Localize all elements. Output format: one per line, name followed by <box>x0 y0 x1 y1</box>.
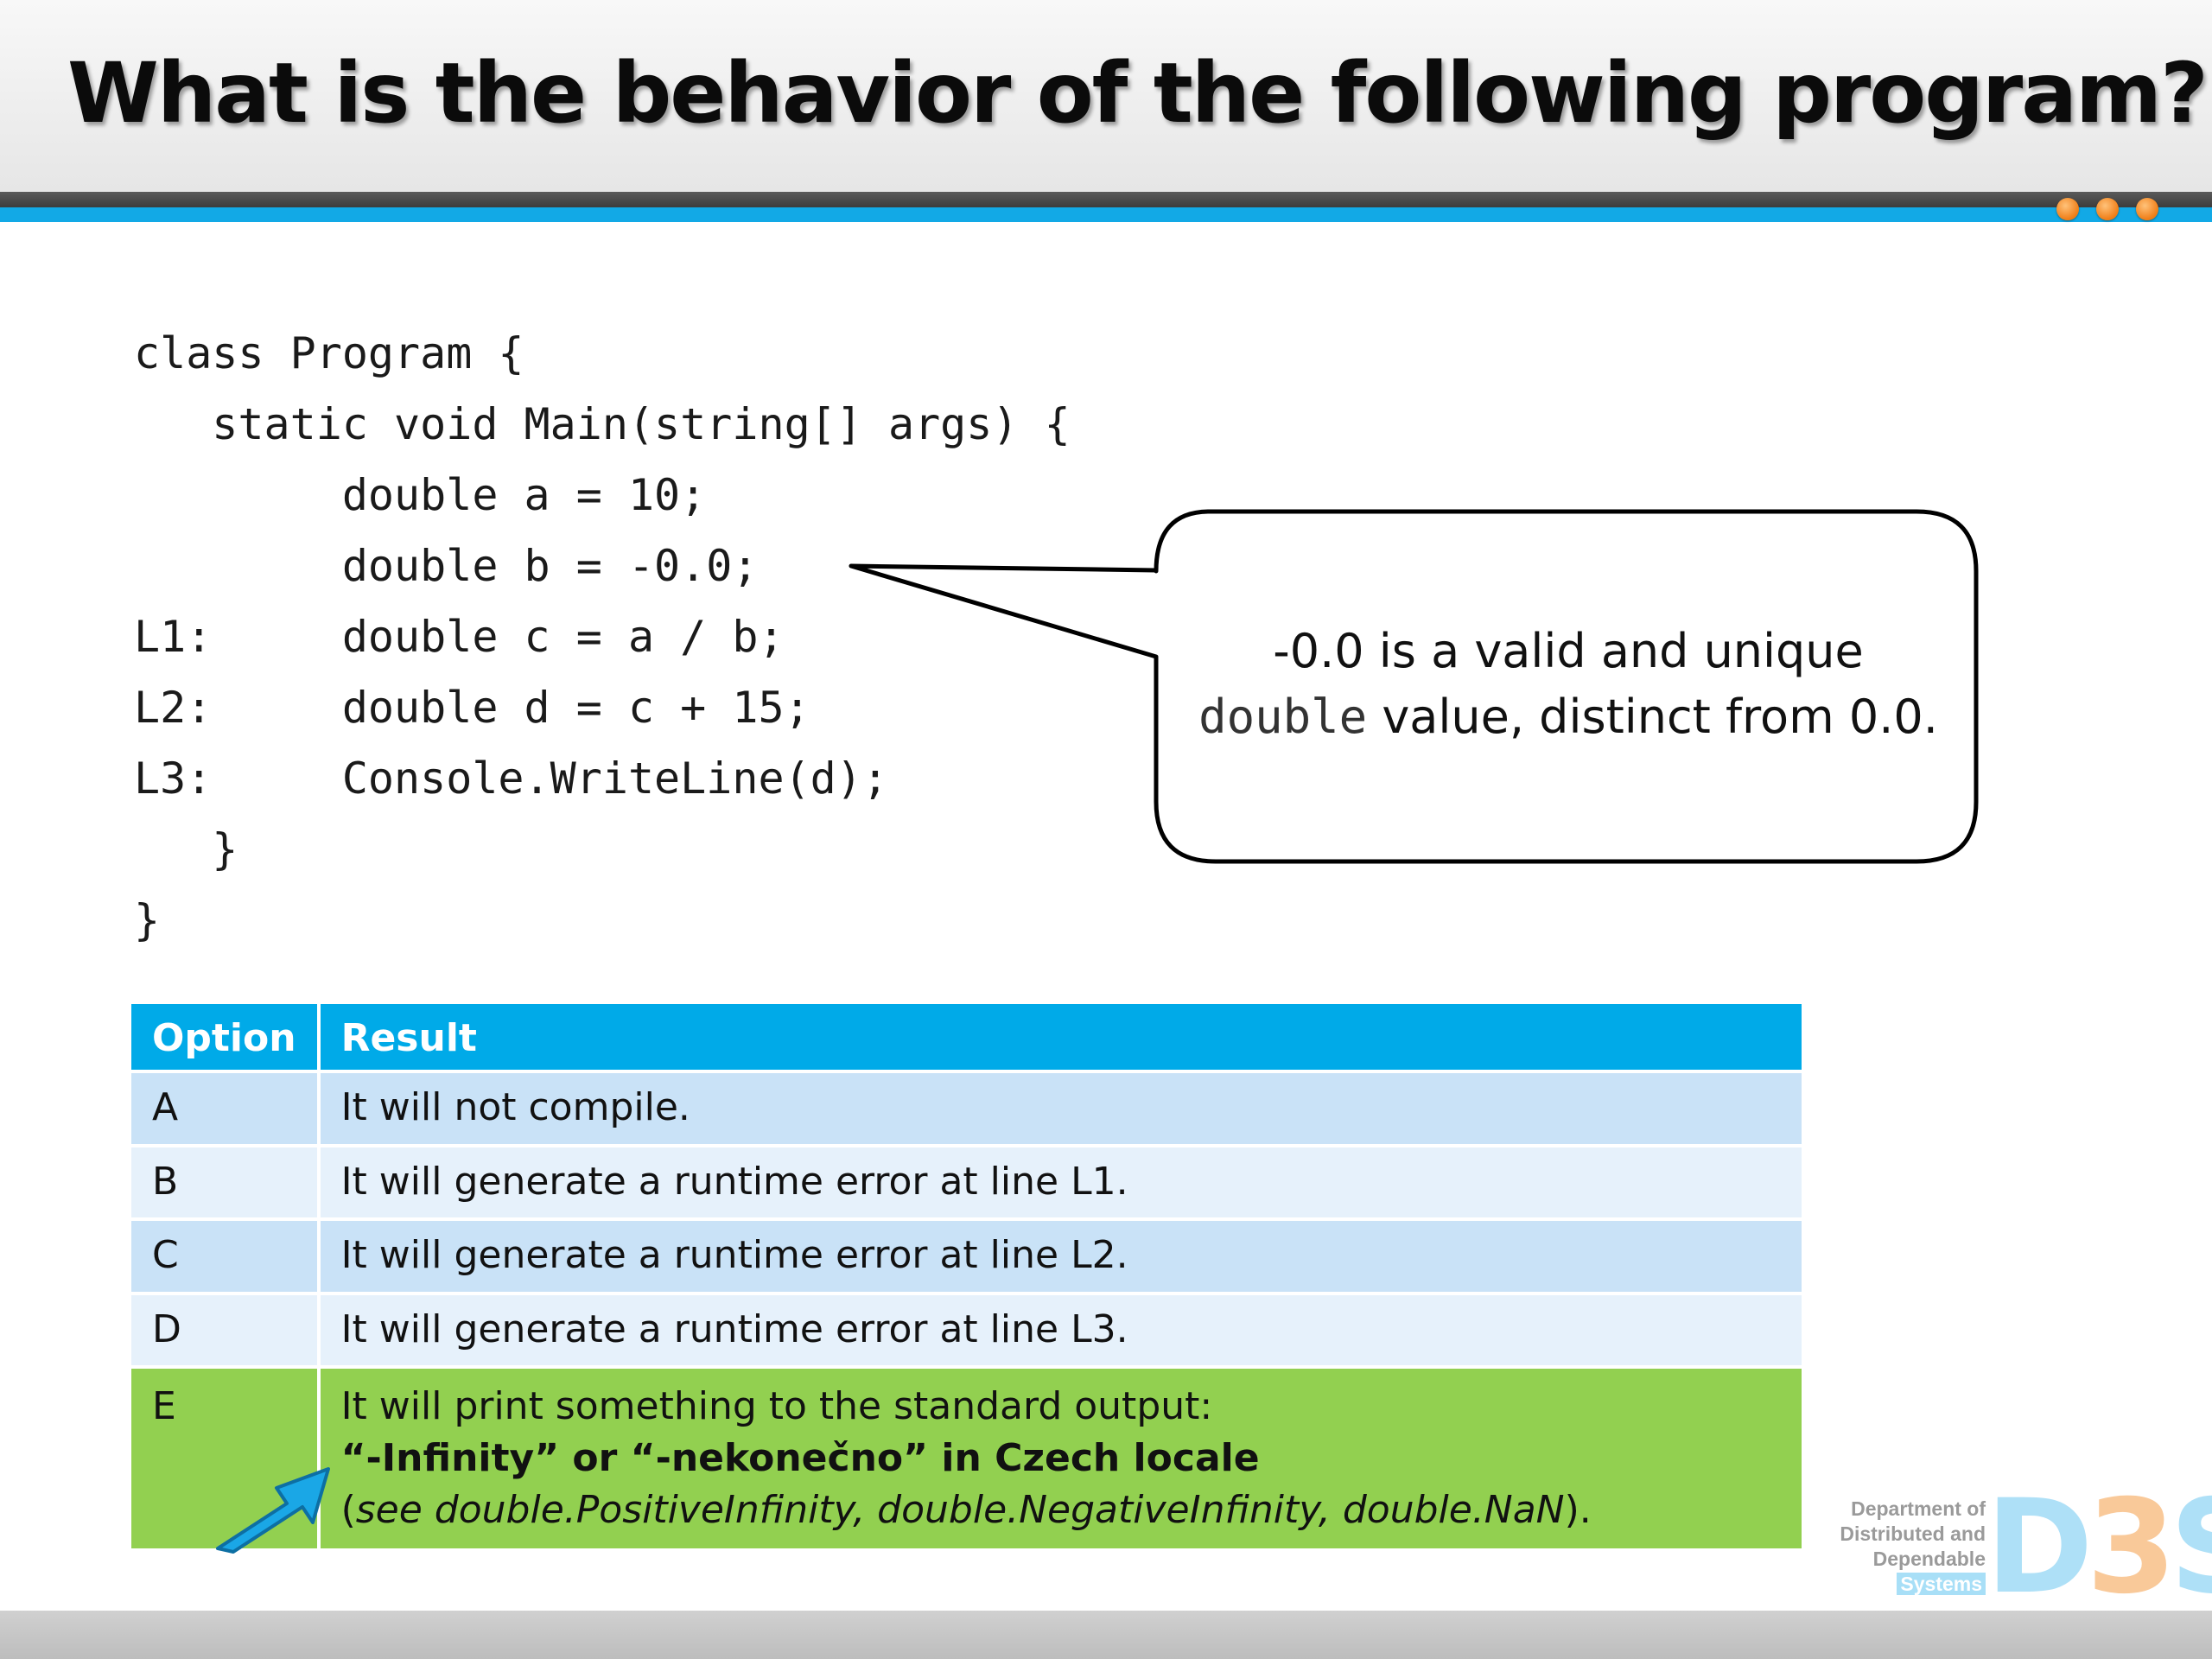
logo-line-highlight: Systems <box>1897 1573 1986 1595</box>
answer-paren-close: ). <box>1564 1488 1592 1532</box>
option-cell: D <box>131 1293 321 1367</box>
answer-line-3: (see double.PositiveInfinity, double.Neg… <box>341 1484 1781 1536</box>
code-line: } <box>134 824 238 874</box>
code-line: double a = 10; <box>134 470 707 520</box>
code-line: L3: Console.WriteLine(d); <box>134 753 888 804</box>
decorative-dots <box>2056 198 2158 220</box>
header-result: Result <box>340 1016 477 1060</box>
answer-italic-note: see double.PositiveInfinity, double.Nega… <box>355 1488 1565 1532</box>
option-cell: A <box>131 1071 321 1146</box>
code-line: double b = -0.0; <box>134 541 759 591</box>
answer-line-1: It will print something to the standard … <box>340 1384 1213 1428</box>
header-divider-blue <box>0 207 2212 222</box>
answer-line-2: “-Infinity” or “-nekonečno” in Czech loc… <box>340 1436 1260 1480</box>
table-row: A It will not compile. <box>131 1071 1802 1146</box>
callout-text: -0.0 is a valid and unique double value,… <box>1162 619 1974 750</box>
code-listing: class Program { static void Main(string[… <box>134 318 1071 956</box>
callout-line-2-rest: value, distinct from 0.0. <box>1367 690 1938 744</box>
code-line: static void Main(string[] args) { <box>134 399 1071 449</box>
logo-mark-s: S <box>2170 1472 2212 1623</box>
logo-line: Department of <box>1851 1497 1986 1520</box>
logo-mark-3: 3 <box>2086 1472 2177 1623</box>
logo-line: Distributed and <box>1840 1522 1986 1545</box>
answer-row: E It will print something to the standar… <box>131 1367 1802 1548</box>
table-row: B It will generate a runtime error at li… <box>131 1145 1802 1219</box>
callout-line-2: double value, distinct from 0.0. <box>1162 684 1974 750</box>
option-cell: C <box>131 1219 321 1294</box>
logo-line: Dependable <box>1872 1548 1986 1570</box>
option-cell: E <box>131 1367 321 1548</box>
code-line: L2: double d = c + 15; <box>134 683 810 733</box>
result-cell: It will generate a runtime error at line… <box>340 1159 1128 1204</box>
header-divider-dark <box>0 192 2212 207</box>
slide-title: What is the behavior of the following pr… <box>67 45 2209 142</box>
table-row: D It will generate a runtime error at li… <box>131 1293 1802 1367</box>
result-cell: It will not compile. <box>340 1085 690 1129</box>
header-option: Option <box>131 1004 321 1071</box>
option-cell: B <box>131 1145 321 1219</box>
options-table: Option Result A It will not compile. B I… <box>131 1004 1802 1548</box>
arrow-icon <box>216 1467 330 1554</box>
table-row: C It will generate a runtime error at li… <box>131 1219 1802 1294</box>
code-line: class Program { <box>134 328 524 378</box>
slide-header: What is the behavior of the following pr… <box>0 0 2212 192</box>
slide-footer <box>0 1611 2212 1659</box>
logo-mark-d: D <box>1986 1472 2093 1623</box>
department-logo-text: Department of Distributed and Dependable… <box>1797 1497 1986 1597</box>
orange-dot-icon <box>2096 198 2119 220</box>
callout-code-word: double <box>1198 690 1368 744</box>
result-cell: It will generate a runtime error at line… <box>340 1306 1128 1351</box>
d3s-logo-icon: D3S <box>1986 1483 2212 1612</box>
result-cell: It will generate a runtime error at line… <box>340 1233 1128 1277</box>
table-header-row: Option Result <box>131 1004 1802 1071</box>
answer-result-cell: It will print something to the standard … <box>319 1367 1802 1548</box>
callout-line-1: -0.0 is a valid and unique <box>1273 624 1864 678</box>
orange-dot-icon <box>2136 198 2158 220</box>
code-line: L1: double c = a / b; <box>134 612 785 662</box>
answer-paren-open: ( <box>340 1488 356 1532</box>
orange-dot-icon <box>2056 198 2079 220</box>
code-line: } <box>134 895 161 945</box>
